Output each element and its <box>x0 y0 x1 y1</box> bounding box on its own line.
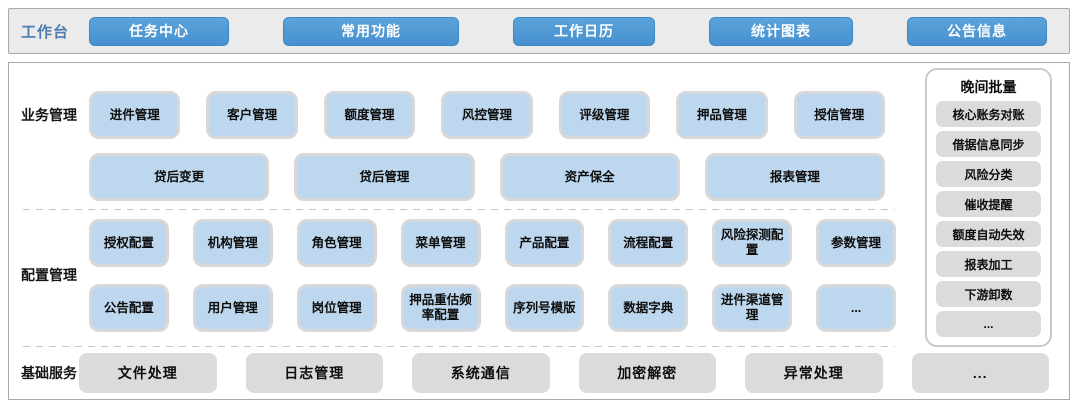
service-box[interactable]: 文件处理 <box>79 353 217 393</box>
section-label-base: 基础服务 <box>21 365 77 381</box>
section-label-config: 配置管理 <box>21 267 77 283</box>
batch-item[interactable]: 风险分类 <box>936 161 1041 187</box>
batch-item[interactable]: 报表加工 <box>936 251 1041 277</box>
module-box[interactable]: 菜单管理 <box>400 219 481 267</box>
dashed-divider <box>23 209 895 210</box>
workbench-tab-button[interactable]: 工作日历 <box>513 16 655 46</box>
module-box[interactable]: 资产保全 <box>499 153 680 201</box>
batch-item[interactable]: 借据信息同步 <box>936 131 1041 157</box>
business-row-2: 贷后变更贷后管理资产保全报表管理 <box>89 153 885 201</box>
module-box[interactable]: 流程配置 <box>608 219 689 267</box>
batch-item[interactable]: 下游卸数 <box>936 281 1041 307</box>
module-box[interactable]: 用户管理 <box>192 284 273 332</box>
config-row-2: 公告配置用户管理岗位管理押品重估频率配置序列号模版数据字典进件渠道管理... <box>89 284 896 332</box>
module-box[interactable]: 评级管理 <box>558 91 651 139</box>
batch-item[interactable]: 额度自动失效 <box>936 221 1041 247</box>
dashed-divider <box>23 346 895 347</box>
modules-panel: 业务管理 进件管理客户管理额度管理风控管理评级管理押品管理授信管理 贷后变更贷后… <box>8 62 1070 400</box>
module-box[interactable]: 风控管理 <box>441 91 533 139</box>
module-box[interactable]: 公告配置 <box>89 284 169 332</box>
module-box[interactable]: ... <box>816 284 896 332</box>
workbench-tab-button[interactable]: 常用功能 <box>283 16 459 46</box>
module-box[interactable]: 押品重估频率配置 <box>400 284 481 332</box>
module-box[interactable]: 数据字典 <box>608 284 689 332</box>
base-services-row: 文件处理日志管理系统通信加密解密异常处理... <box>79 353 1049 393</box>
workbench-bar: 工作台 任务中心 常用功能 工作日历 统计图表 公告信息 <box>8 8 1070 54</box>
service-box[interactable]: 异常处理 <box>745 353 883 393</box>
module-box[interactable]: 产品配置 <box>504 219 585 267</box>
config-row-1: 授权配置机构管理角色管理菜单管理产品配置流程配置风险探测配置参数管理 <box>89 219 896 267</box>
workbench-tab-button[interactable]: 任务中心 <box>89 16 229 46</box>
service-box[interactable]: 系统通信 <box>412 353 550 393</box>
module-box[interactable]: 押品管理 <box>676 91 768 139</box>
module-box[interactable]: 授权配置 <box>89 219 169 267</box>
section-label-business: 业务管理 <box>21 107 77 123</box>
module-box[interactable]: 参数管理 <box>816 219 896 267</box>
night-batch-panel: 晚间批量 核心账务对账借据信息同步风险分类催收提醒额度自动失效报表加工下游卸数.… <box>925 68 1052 347</box>
service-box[interactable]: 加密解密 <box>578 353 716 393</box>
service-box[interactable]: ... <box>911 353 1049 393</box>
workbench-tab-button[interactable]: 统计图表 <box>709 16 853 46</box>
module-box[interactable]: 序列号模版 <box>504 284 585 332</box>
batch-item[interactable]: 催收提醒 <box>936 191 1041 217</box>
module-box[interactable]: 贷后管理 <box>294 153 475 201</box>
module-box[interactable]: 岗位管理 <box>296 284 377 332</box>
module-box[interactable]: 进件渠道管理 <box>712 284 793 332</box>
workbench-label: 工作台 <box>21 23 70 41</box>
batch-item[interactable]: 核心账务对账 <box>936 101 1041 127</box>
module-box[interactable]: 风险探测配置 <box>712 219 793 267</box>
service-box[interactable]: 日志管理 <box>245 353 383 393</box>
module-box[interactable]: 角色管理 <box>296 219 377 267</box>
module-box[interactable]: 机构管理 <box>192 219 273 267</box>
module-box[interactable]: 进件管理 <box>89 91 181 139</box>
workbench-tab-button[interactable]: 公告信息 <box>907 16 1047 46</box>
business-row-1: 进件管理客户管理额度管理风控管理评级管理押品管理授信管理 <box>89 91 885 139</box>
module-box[interactable]: 额度管理 <box>323 91 416 139</box>
module-box[interactable]: 报表管理 <box>704 153 885 201</box>
module-box[interactable]: 授信管理 <box>793 91 885 139</box>
workbench-buttons: 任务中心 常用功能 工作日历 统计图表 公告信息 <box>89 16 1047 46</box>
night-batch-title: 晚间批量 <box>960 79 1017 95</box>
module-box[interactable]: 客户管理 <box>206 91 298 139</box>
night-batch-items: 核心账务对账借据信息同步风险分类催收提醒额度自动失效报表加工下游卸数... <box>936 101 1041 337</box>
module-box[interactable]: 贷后变更 <box>89 153 270 201</box>
batch-item[interactable]: ... <box>936 311 1041 337</box>
